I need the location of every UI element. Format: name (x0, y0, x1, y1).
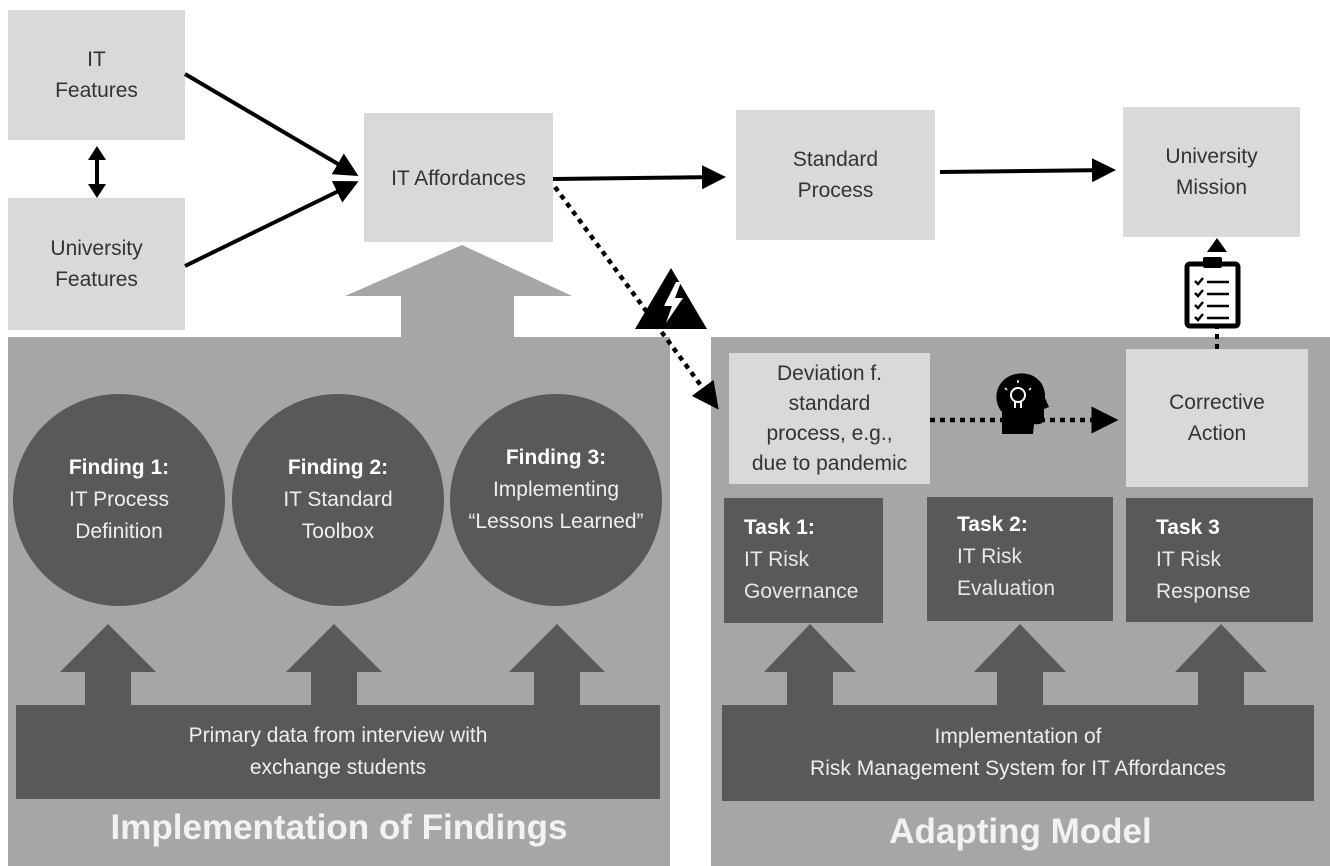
task-1-line-1: IT Risk (744, 548, 809, 571)
right-up-arrow-3 (1175, 624, 1267, 710)
it-features-to-affordances-arrow (183, 72, 359, 177)
task-2-heading: Task 2: (957, 513, 1028, 536)
it-features-line-2: Features (55, 79, 138, 102)
finding-1-line-1: IT Process (69, 488, 169, 511)
it-features-box: IT Features (8, 10, 185, 140)
finding-1-circle: Finding 1: IT Process Definition (13, 394, 225, 606)
finding-1-heading: Finding 1: (68, 456, 170, 479)
findings-panel-title: Implementation of Findings (110, 808, 568, 847)
left-up-arrow-1 (60, 624, 156, 710)
finding-2-circle: Finding 2: IT Standard Toolbox (232, 394, 444, 606)
task-3-line-1: IT Risk (1156, 548, 1221, 571)
university-features-to-affordances-arrow (184, 180, 359, 268)
finding-3-heading: Finding 3: (505, 446, 607, 469)
task-2-box: Task 2: IT Risk Evaluation (927, 497, 1113, 621)
task-1-box: Task 1: IT Risk Governance (724, 498, 883, 623)
risk-management-line-1: Implementation of (934, 725, 1102, 748)
finding-3-circle: Finding 3: Implementing “Lessons Learned… (450, 394, 662, 606)
double-arrow (88, 146, 106, 198)
affordances-to-deviation-dotted-arrow (553, 185, 719, 410)
standard-process-box: Standard Process (736, 110, 935, 240)
deviation-line-1: Deviation f. (776, 361, 883, 385)
task-1-heading: Task 1: (744, 516, 815, 539)
it-features-line-1: IT (87, 48, 106, 71)
risk-management-line-2: Risk Management System for IT Affordance… (810, 757, 1226, 780)
task-3-line-2: Response (1156, 580, 1251, 603)
right-up-arrow-2 (974, 624, 1066, 710)
affordances-to-process-arrow (552, 165, 726, 190)
finding-2-line-1: IT Standard (283, 488, 393, 511)
university-mission-box: University Mission (1123, 107, 1300, 237)
deviation-line-4: due to pandemic (751, 451, 908, 475)
corrective-line-2: Action (1187, 422, 1247, 445)
left-up-arrow-3 (509, 624, 605, 710)
primary-data-line-1: Primary data from interview with (188, 724, 488, 747)
right-up-arrow-1 (764, 624, 856, 710)
finding-3-line-1: Implementing (492, 478, 620, 501)
university-features-line-2: Features (55, 268, 138, 291)
university-mission-line-2: Mission (1175, 176, 1248, 199)
primary-data-bar: Primary data from interview with exchang… (16, 705, 660, 799)
university-features-line-1: University (50, 237, 143, 260)
corrective-line-1: Corrective (1169, 391, 1265, 414)
standard-process-line-1: Standard (792, 148, 879, 171)
task-2-line-2: Evaluation (957, 577, 1056, 600)
corrective-action-box: Corrective Action (1126, 349, 1308, 487)
risk-management-bar: Implementation of Risk Management System… (722, 705, 1314, 801)
deviation-line-2: standard (788, 391, 871, 415)
task-1-line-2: Governance (744, 580, 859, 603)
standard-process-line-2: Process (797, 179, 874, 202)
it-affordances-label: IT Affordances (391, 167, 526, 190)
primary-data-line-2: exchange students (249, 756, 427, 779)
adapting-panel-title: Adapting Model (889, 812, 1152, 851)
clipboard-checklist-icon (1184, 257, 1241, 329)
deviation-box: Deviation f. standard process, e.g., due… (729, 353, 930, 484)
corrective-to-mission-arrowhead (1207, 238, 1227, 252)
task-3-box: Task 3 IT Risk Response (1126, 498, 1313, 622)
university-features-box: University Features (8, 198, 185, 330)
finding-2-line-2: Toolbox (301, 520, 375, 543)
task-2-line-1: IT Risk (957, 545, 1022, 568)
left-up-arrow-2 (286, 624, 382, 710)
it-affordances-box: IT Affordances (364, 113, 553, 242)
university-mission-line-1: University (1165, 145, 1258, 168)
finding-3-line-2: “Lessons Learned” (468, 510, 644, 533)
process-to-mission-arrow (939, 158, 1116, 183)
task-3-heading: Task 3 (1156, 516, 1220, 539)
deviation-line-3: process, e.g., (766, 421, 893, 445)
finding-1-line-2: Definition (75, 520, 163, 543)
idea-head-icon (996, 373, 1049, 434)
finding-2-heading: Finding 2: (287, 456, 389, 479)
warning-lightning-icon (635, 268, 707, 329)
